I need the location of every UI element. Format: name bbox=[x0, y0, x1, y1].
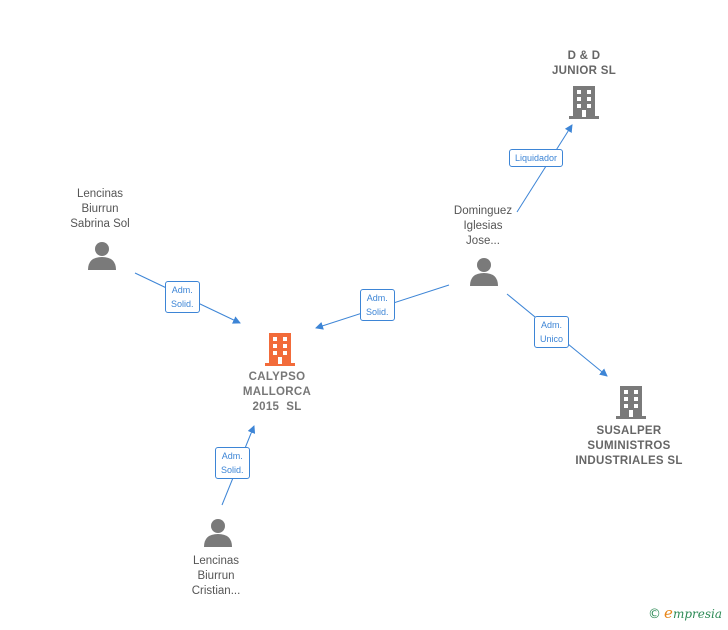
person-icon[interactable] bbox=[203, 518, 233, 548]
person-icon[interactable] bbox=[87, 241, 117, 271]
edge-label-text: Solid. bbox=[366, 307, 389, 317]
building-icon[interactable] bbox=[265, 332, 295, 366]
company-calypso-label[interactable]: CALYPSO MALLORCA 2015 SL bbox=[243, 370, 311, 415]
company-name-line: SUMINISTROS bbox=[587, 440, 671, 452]
brand-letter: e bbox=[664, 604, 673, 622]
edge-label-text: Adm. bbox=[221, 451, 243, 461]
person-icon[interactable] bbox=[469, 257, 499, 287]
brand-logo[interactable]: ©empresia bbox=[648, 604, 722, 622]
building-icon[interactable] bbox=[569, 85, 599, 119]
copyright-icon: © bbox=[648, 607, 662, 622]
company-name-line: INDUSTRIALES SL bbox=[575, 455, 683, 467]
edge-label-text: Adm. bbox=[366, 293, 388, 303]
edge-label-adm-unico: Adm. Unico bbox=[534, 316, 570, 348]
edge-label-text: Solid. bbox=[171, 299, 194, 309]
edge-label-text: Adm. bbox=[541, 320, 563, 330]
edge-label-text: Adm. bbox=[171, 285, 193, 295]
edge-label-liquidador: Liquidador bbox=[509, 149, 564, 167]
edge-label-adm-solid-cristian: Adm. Solid. bbox=[215, 447, 250, 479]
company-name-line: D & D bbox=[567, 50, 601, 62]
building-icon[interactable] bbox=[616, 385, 646, 419]
person-dominguez-label[interactable]: Dominguez Iglesias Jose... bbox=[454, 204, 512, 249]
edge-label-text: Liquidador bbox=[515, 153, 558, 163]
edge-label-adm-solid-dominguez: Adm. Solid. bbox=[360, 289, 395, 321]
company-name-line: JUNIOR SL bbox=[551, 65, 617, 77]
person-lencinas-sabrina-label[interactable]: Lencinas Biurrun Sabrina Sol bbox=[70, 187, 129, 232]
person-name-line: Biurrun bbox=[197, 570, 235, 582]
company-susalper-label[interactable]: SUSALPER SUMINISTROS INDUSTRIALES SL bbox=[575, 424, 682, 469]
person-name-line: Lencinas bbox=[192, 555, 240, 567]
person-name-line: Dominguez bbox=[453, 205, 513, 217]
edge-label-text: Solid. bbox=[221, 465, 244, 475]
company-name-line: 2015 SL bbox=[252, 401, 302, 413]
company-dd-junior-label[interactable]: D & D JUNIOR SL bbox=[552, 49, 616, 79]
person-name-line: Cristian... bbox=[191, 585, 241, 597]
company-name-line: SUSALPER bbox=[596, 425, 662, 437]
edge-label-adm-solid-sabrina: Adm. Solid. bbox=[165, 281, 200, 313]
person-name-line: Sabrina Sol bbox=[70, 218, 130, 230]
company-name-line: CALYPSO bbox=[248, 371, 306, 383]
brand-name: mpresia bbox=[672, 607, 722, 621]
person-name-line: Biurrun bbox=[81, 203, 119, 215]
person-lencinas-cristian-label[interactable]: Lencinas Biurrun Cristian... bbox=[192, 554, 241, 599]
person-name-line: Jose... bbox=[466, 235, 500, 247]
edge-dominguez-to-ddjunior bbox=[516, 124, 573, 213]
company-name-line: MALLORCA bbox=[242, 386, 312, 398]
person-name-line: Iglesias bbox=[463, 220, 503, 232]
person-name-line: Lencinas bbox=[76, 188, 124, 200]
edge-label-text: Unico bbox=[540, 334, 564, 344]
